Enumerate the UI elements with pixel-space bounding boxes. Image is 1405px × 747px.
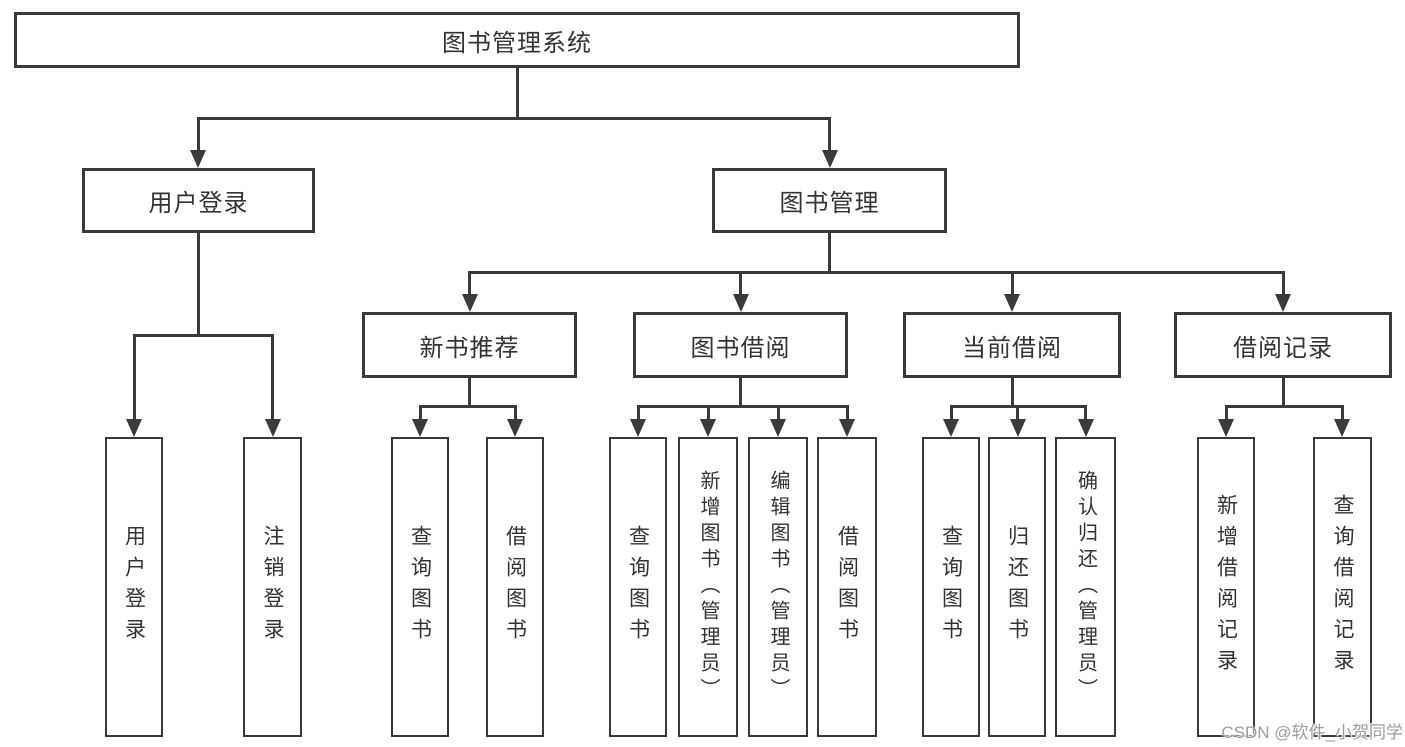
connector-line <box>515 68 519 119</box>
connector-line <box>1281 378 1285 407</box>
leaf-query-borrow-record: 查询借阅记录 <box>1313 437 1372 737</box>
arrow-down-icon <box>190 116 206 168</box>
connector-line <box>196 116 831 120</box>
arrow-down-icon <box>630 404 646 437</box>
arrow-down-icon <box>461 271 478 312</box>
arrow-down-icon <box>507 404 523 437</box>
node-new-book-recommendation-label: 新书推荐 <box>419 334 520 362</box>
leaf-logout: 注销登录 <box>243 437 302 737</box>
connector-line <box>636 404 849 408</box>
arrow-down-icon <box>770 404 786 437</box>
arrow-down-icon <box>412 404 428 437</box>
leaf-borrow-books-recommend: 借阅图书 <box>486 437 544 737</box>
connector-line <box>418 404 517 408</box>
arrow-down-icon <box>1218 404 1234 437</box>
connector-line <box>468 271 1285 274</box>
leaf-borrow-books: 借阅图书 <box>817 437 877 737</box>
arrow-down-icon <box>839 404 855 437</box>
leaf-return-books: 归还图书 <box>988 437 1046 737</box>
leaf-query-books-borrowing-label: 查询图书 <box>626 525 650 649</box>
leaf-query-books-recommend-label: 查询图书 <box>408 525 432 649</box>
node-current-borrowing-label: 当前借阅 <box>962 334 1062 362</box>
connector-line <box>1010 378 1014 407</box>
node-book-management: 图书管理 <box>712 168 947 233</box>
leaf-user-login-label: 用户登录 <box>122 525 146 649</box>
leaf-query-books-current-label: 查询图书 <box>939 525 963 649</box>
arrow-down-icon <box>1275 271 1291 312</box>
leaf-borrow-books-label: 借阅图书 <box>835 525 859 649</box>
arrow-down-icon <box>264 333 281 437</box>
node-borrowing-records: 借阅记录 <box>1174 312 1392 378</box>
connector-line <box>468 378 471 407</box>
arrow-down-icon <box>732 271 749 312</box>
arrow-down-icon <box>700 404 716 437</box>
csdn-watermark: CSDN @软件_小贺同学 <box>1221 723 1403 742</box>
node-book-borrowing: 图书借阅 <box>633 312 848 378</box>
node-borrowing-records-label: 借阅记录 <box>1233 334 1333 362</box>
node-user-login-label: 用户登录 <box>148 190 249 217</box>
leaf-edit-books-admin: 编辑图书（管理员） <box>748 437 808 737</box>
arrow-down-icon <box>821 116 838 168</box>
leaf-user-login: 用户登录 <box>105 437 163 737</box>
node-user-login: 用户登录 <box>82 168 315 233</box>
node-current-borrowing: 当前借阅 <box>903 312 1121 378</box>
node-root: 图书管理系统 <box>14 12 1020 68</box>
leaf-confirm-return-admin-label: 确认归还（管理员） <box>1074 470 1097 704</box>
leaf-add-borrow-record-label: 新增借阅记录 <box>1214 494 1238 680</box>
node-new-book-recommendation: 新书推荐 <box>362 312 577 378</box>
connector-line <box>132 333 274 337</box>
arrow-down-icon <box>1077 404 1094 437</box>
node-book-management-label: 图书管理 <box>779 190 880 217</box>
leaf-query-borrow-record-label: 查询借阅记录 <box>1331 494 1354 680</box>
leaf-borrow-books-recommend-label: 借阅图书 <box>503 525 527 649</box>
arrow-down-icon <box>1004 271 1020 312</box>
connector-line <box>1224 404 1344 408</box>
connector-line <box>197 233 200 336</box>
arrow-down-icon <box>1009 404 1026 437</box>
leaf-add-books-admin-label: 新增图书（管理员） <box>697 470 719 704</box>
leaf-query-books-borrowing: 查询图书 <box>609 437 667 737</box>
connector-line <box>739 378 742 407</box>
leaf-return-books-label: 归还图书 <box>1005 525 1029 649</box>
node-root-label: 图书管理系统 <box>442 29 592 57</box>
leaf-add-borrow-record: 新增借阅记录 <box>1197 437 1255 737</box>
connector-line <box>828 233 831 274</box>
leaf-edit-books-admin-label: 编辑图书（管理员） <box>767 470 789 704</box>
leaf-add-books-admin: 新增图书（管理员） <box>678 437 738 737</box>
arrow-down-icon <box>126 333 142 437</box>
arrow-down-icon <box>943 404 959 437</box>
leaf-logout-label: 注销登录 <box>261 525 284 649</box>
leaf-confirm-return-admin: 确认归还（管理员） <box>1055 437 1116 737</box>
arrow-down-icon <box>1334 404 1350 437</box>
leaf-query-books-recommend: 查询图书 <box>391 437 449 737</box>
leaf-query-books-current: 查询图书 <box>922 437 980 737</box>
node-book-borrowing-label: 图书借阅 <box>690 334 791 362</box>
